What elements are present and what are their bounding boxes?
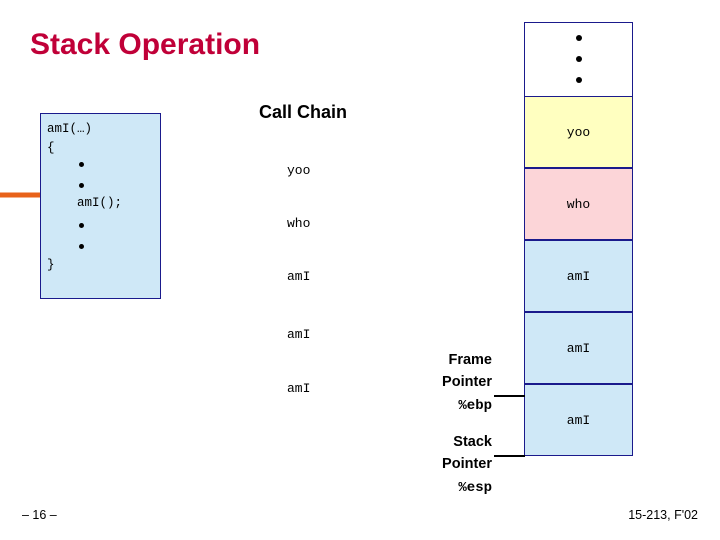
call-chain-heading: Call Chain: [259, 102, 348, 122]
stack-pointer-label: Stack Pointer %esp: [352, 431, 492, 500]
page-title: Stack Operation: [30, 28, 261, 61]
frame-pointer-label: Frame Pointer %ebp: [352, 349, 492, 418]
code-line-1: amI(…): [47, 122, 93, 136]
code-line-8: }: [47, 258, 55, 272]
stack-cell-label: yoo: [566, 124, 591, 140]
stack-cell-who: who: [524, 168, 633, 240]
frame-pointer-leader-line: [494, 395, 525, 397]
call-chain-item-1: yoo: [287, 163, 311, 178]
stack-cell-top-ellipsis: [524, 22, 633, 96]
footer-course-label: 15-213, F'02: [628, 508, 698, 522]
code-line-5: amI();: [77, 196, 123, 210]
stack-pointer-line1: Stack: [453, 434, 492, 450]
call-chain-item-4: amI: [287, 327, 311, 342]
code-line-2: {: [47, 141, 55, 155]
stack-cell-yoo: yoo: [524, 96, 633, 168]
code-bullet-3: [79, 223, 84, 228]
stack-pointer-register: %esp: [458, 479, 492, 496]
call-chain-item-5: amI: [287, 381, 311, 396]
frame-pointer-line2: Pointer: [442, 374, 492, 391]
stack-cell-ami-1: amI: [524, 240, 633, 312]
vertical-dot-1: [575, 35, 582, 41]
stack-cell-ami-2: amI: [524, 312, 633, 384]
code-bullet-2: [79, 183, 84, 188]
frame-pointer-line1: Frame: [448, 352, 492, 368]
code-bullet-4: [79, 244, 84, 249]
footer-page-number: – 16 –: [22, 508, 57, 522]
stack-cell-label: amI: [566, 268, 591, 284]
stack-cell-label: who: [566, 196, 591, 212]
stack-cell-ami-3: amI: [524, 384, 633, 456]
vertical-dot-3: [575, 77, 582, 83]
stack-cell-label: amI: [566, 340, 591, 356]
stack-pointer-line2: Pointer: [442, 456, 492, 473]
frame-pointer-register: %ebp: [458, 397, 492, 414]
code-box: amI(…) { amI(); }: [40, 113, 161, 299]
stack-cell-label: amI: [566, 412, 591, 428]
call-chain-item-3: amI: [287, 269, 311, 284]
vertical-dot-2: [575, 56, 582, 62]
call-chain-item-2: who: [287, 216, 311, 231]
stack-pointer-leader-line: [494, 455, 525, 457]
code-bullet-1: [79, 162, 84, 167]
